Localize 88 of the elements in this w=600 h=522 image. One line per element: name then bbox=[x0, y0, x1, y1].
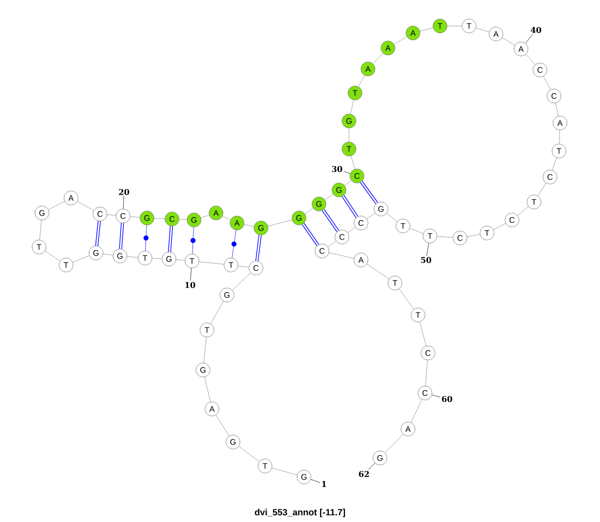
backbone-line bbox=[39, 220, 42, 240]
base-pair-line bbox=[342, 195, 358, 218]
leader-line bbox=[123, 196, 124, 209]
backbone-line bbox=[543, 76, 551, 90]
leader-line bbox=[190, 268, 192, 281]
backbone-line bbox=[366, 212, 376, 220]
backbone-line bbox=[344, 180, 352, 186]
backbone-line bbox=[304, 208, 314, 214]
backbone-line bbox=[126, 256, 138, 258]
leader-line bbox=[310, 479, 320, 483]
backbone-line bbox=[130, 216, 140, 218]
backbone-line bbox=[210, 301, 224, 324]
backbone-line bbox=[204, 336, 206, 364]
backbone-line bbox=[216, 414, 230, 436]
backbone-line bbox=[476, 28, 490, 32]
position-number: 10 bbox=[185, 282, 196, 288]
backbone-line bbox=[179, 219, 188, 220]
position-number: 20 bbox=[118, 188, 130, 195]
backbone-line bbox=[372, 53, 384, 64]
backbone-line bbox=[399, 288, 414, 310]
backbone-line bbox=[552, 158, 557, 170]
backbone-line bbox=[526, 54, 536, 65]
backbone-line bbox=[272, 468, 298, 476]
backbone-line bbox=[176, 259, 186, 261]
backbone-line bbox=[328, 252, 354, 259]
base-pair-line bbox=[168, 226, 173, 252]
backbone-line bbox=[410, 228, 424, 234]
backbone-line bbox=[238, 266, 250, 268]
backbone-line bbox=[436, 236, 454, 238]
backbone-line bbox=[466, 234, 480, 237]
backbone-line bbox=[493, 223, 506, 230]
position-number: 30 bbox=[332, 166, 342, 172]
leader-line bbox=[344, 171, 350, 174]
backbone-line bbox=[77, 201, 94, 211]
backbone-line bbox=[152, 258, 162, 259]
backbone-line bbox=[232, 272, 251, 290]
backbone-line bbox=[366, 264, 390, 280]
backbone-line bbox=[106, 214, 116, 216]
backbone-line bbox=[348, 227, 356, 233]
position-number: 1 bbox=[322, 481, 326, 487]
backbone-line bbox=[420, 28, 434, 32]
backbone-line bbox=[268, 220, 292, 226]
backbone-line bbox=[538, 182, 546, 196]
backbone-line bbox=[72, 255, 90, 263]
backbone-line bbox=[350, 100, 354, 114]
base-pair-line bbox=[360, 180, 378, 204]
backbone-line bbox=[386, 213, 398, 222]
backbone-line bbox=[238, 446, 260, 462]
base-pair-line bbox=[144, 224, 148, 251]
backbone-line bbox=[348, 128, 350, 142]
base-pair-line bbox=[95, 221, 101, 246]
backbone-line bbox=[204, 376, 211, 402]
leader-line bbox=[426, 242, 430, 256]
base-pair-line bbox=[190, 226, 196, 254]
backbone-line bbox=[425, 360, 428, 386]
position-number: 40 bbox=[530, 26, 542, 34]
leader-line bbox=[432, 394, 440, 398]
backbone-line bbox=[394, 36, 408, 44]
backbone-line bbox=[324, 194, 334, 200]
backbone-line bbox=[154, 218, 165, 219]
position-number: 60 bbox=[442, 396, 452, 402]
backbone-line bbox=[559, 130, 560, 144]
position-number: 62 bbox=[358, 470, 369, 477]
leader-line bbox=[525, 34, 533, 44]
backbone-line bbox=[328, 240, 336, 248]
backbone-line bbox=[48, 201, 65, 210]
caption: dvi_553_annot [-11.7] bbox=[254, 508, 346, 518]
base-pair-line bbox=[119, 223, 124, 249]
backbone-line bbox=[244, 224, 254, 227]
backbone-line bbox=[517, 206, 529, 216]
base-pair-line bbox=[232, 230, 236, 258]
backbone-line bbox=[420, 322, 426, 346]
backbone-line bbox=[384, 434, 404, 453]
backbone-line bbox=[350, 156, 356, 170]
base-pair-line bbox=[302, 223, 320, 246]
backbone-line bbox=[358, 75, 365, 87]
backbone-line bbox=[102, 254, 114, 256]
base-pair-line bbox=[255, 234, 262, 262]
backbone-line bbox=[410, 399, 422, 423]
backbone-line bbox=[198, 262, 224, 264]
backbone-line bbox=[502, 38, 516, 46]
position-number: 50 bbox=[421, 256, 432, 263]
leader-line bbox=[368, 462, 376, 470]
backbone-line bbox=[44, 250, 60, 262]
base-pair-line bbox=[322, 209, 340, 232]
backbone-line bbox=[200, 214, 210, 218]
backbone-line bbox=[222, 216, 231, 220]
backbone-line bbox=[555, 102, 559, 116]
